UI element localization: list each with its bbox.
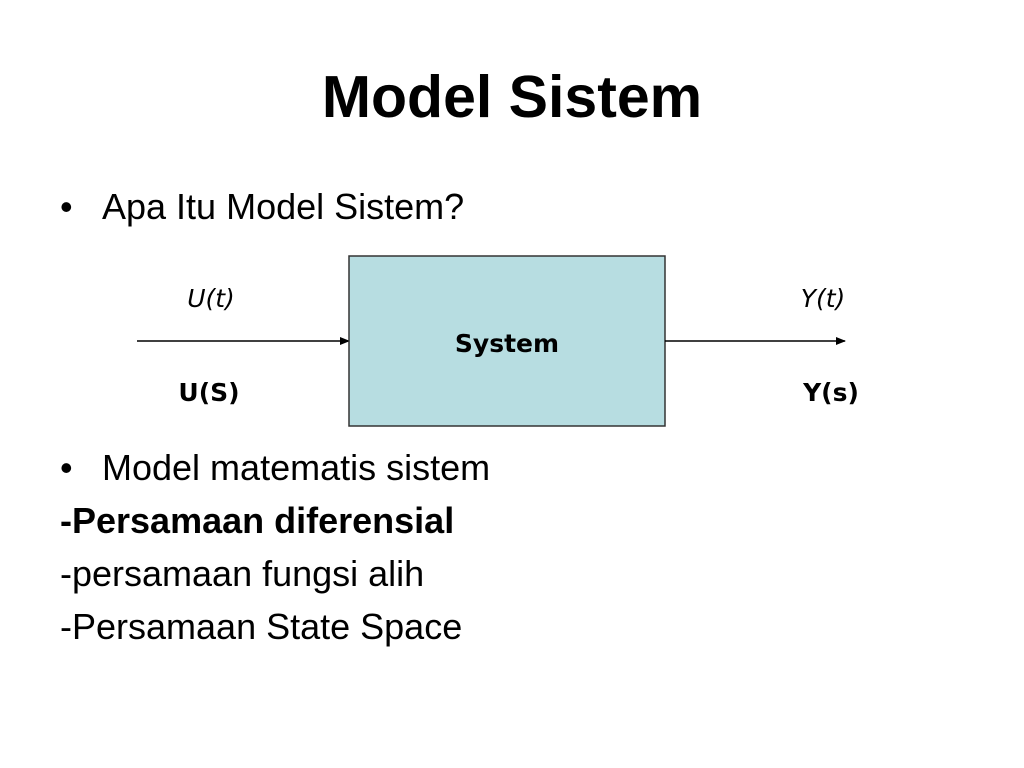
output-laplace-label: Y(s)	[802, 378, 859, 407]
bullet-text: Apa Itu Model Sistem?	[102, 186, 465, 227]
bullet-dot: •	[60, 186, 73, 227]
model-line-transfer-function: -persamaan fungsi alih	[60, 553, 425, 594]
bullet-text: Model matematis sistem	[102, 447, 491, 488]
bullet-item-math-model: • Model matematis sistem	[60, 447, 490, 489]
bullet-item-question: • Apa Itu Model Sistem?	[60, 186, 464, 228]
system-block	[348, 255, 666, 427]
input-laplace-label: U(S)	[178, 378, 239, 407]
slide-title: Model Sistem	[321, 64, 703, 130]
output-time-label: Y(t)	[801, 284, 846, 313]
bullet-dot: •	[60, 447, 73, 488]
model-line-differential: -Persamaan diferensial	[60, 500, 455, 541]
input-time-label: U(t)	[187, 284, 235, 313]
model-line-state-space: -Persamaan State Space	[60, 606, 463, 647]
system-block-label: System	[455, 329, 559, 358]
